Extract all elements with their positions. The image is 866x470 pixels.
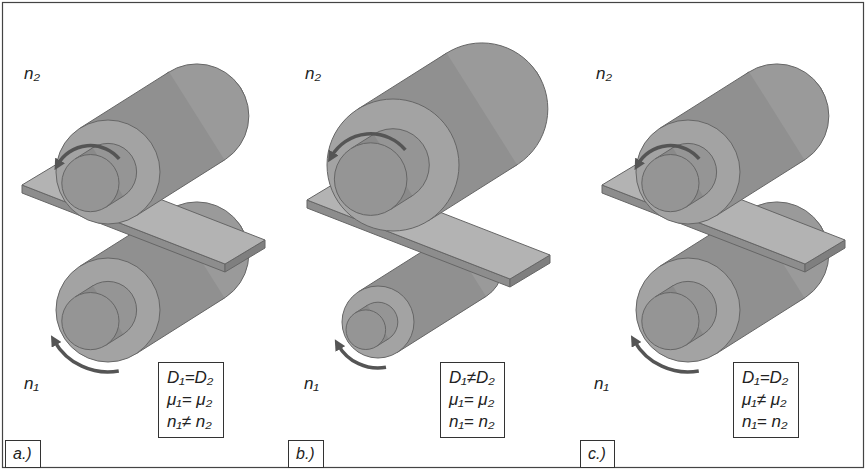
roller-front-face [334, 143, 407, 216]
roller-front-face [342, 286, 414, 358]
panel-tag: c.) [580, 440, 615, 468]
roll-barrel [327, 43, 548, 231]
rotation-arrow [331, 134, 405, 157]
roll-stand [22, 64, 265, 372]
speed-label: n₁ [594, 374, 609, 394]
condition-text: n₁= n₂ [449, 411, 496, 433]
condition-text: D₁=D₂ [167, 367, 215, 389]
front-shaft [334, 129, 429, 216]
roller-front-face [62, 293, 119, 350]
condition-text: μ₁= μ₂ [449, 389, 496, 411]
speed-label: n₂ [596, 64, 612, 84]
condition-box: D₁=D₂μ₁= μ₂n₁≠ n₂ [158, 362, 224, 438]
roller-front-face [642, 155, 699, 212]
rotation-arrow [634, 341, 698, 372]
condition-text: μ₁≠ μ₂ [742, 389, 790, 411]
roller-front-face [62, 155, 119, 212]
rotation-arrow [638, 146, 699, 165]
front-shaft [642, 143, 717, 211]
panel-tag: b.) [288, 440, 324, 468]
condition-text: μ₁= μ₂ [167, 389, 215, 411]
speed-label: n₁ [304, 374, 319, 394]
roller-front-face [642, 293, 699, 350]
roller-front-face [636, 120, 740, 224]
speed-label: n₂ [24, 64, 40, 84]
front-shaft [62, 281, 137, 349]
panel-letter: c.) [588, 444, 607, 464]
rotation-arrow [58, 146, 119, 165]
condition-box: D₁=D₂μ₁≠ μ₂n₁= n₂ [733, 362, 799, 438]
front-shaft [62, 143, 137, 211]
roll-stand [602, 64, 845, 372]
rotation-arrow [338, 345, 386, 368]
speed-label: n₂ [305, 64, 321, 84]
figure-frame [3, 3, 864, 468]
roller-front-face [327, 99, 459, 231]
condition-text: n₁≠ n₂ [167, 411, 215, 433]
rotation-arrow [54, 341, 118, 372]
roller-front-face [56, 120, 160, 224]
front-shaft [346, 302, 398, 349]
condition-text: D₁=D₂ [742, 367, 790, 389]
panel-tag: a.) [5, 440, 41, 468]
condition-text: n₁= n₂ [742, 411, 790, 433]
panel-letter: b.) [296, 444, 316, 464]
roller-front-face [346, 310, 386, 350]
condition-text: D₁≠D₂ [449, 367, 496, 389]
roll-barrel [636, 64, 829, 224]
panel-letter: a.) [13, 444, 33, 464]
speed-label: n₁ [24, 374, 39, 394]
front-shaft [642, 281, 717, 349]
roller-front-face [56, 258, 160, 362]
roller-front-face [636, 258, 740, 362]
roll-barrel [56, 64, 249, 224]
condition-box: D₁≠D₂μ₁= μ₂n₁= n₂ [440, 362, 505, 438]
roll-stand [307, 43, 550, 368]
